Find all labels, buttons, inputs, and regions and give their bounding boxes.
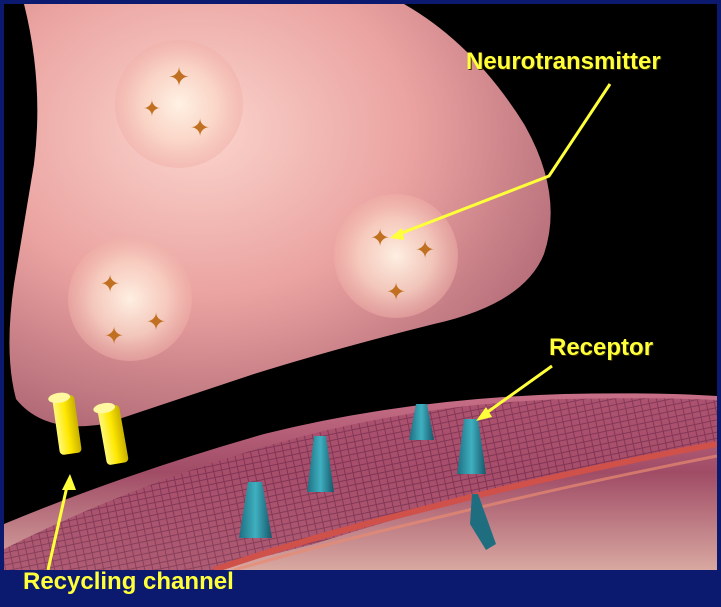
svg-text:✦: ✦ (415, 236, 435, 264)
vesicle: ✦ ✦ ✦ (68, 237, 192, 361)
svg-text:✦: ✦ (143, 97, 161, 122)
svg-text:✦: ✦ (104, 322, 124, 350)
vesicle: ✦ ✦ ✦ (334, 194, 458, 318)
synapse-illustration: ✦ ✦ ✦ ✦ ✦ ✦ ✦ ✦ ✦ (4, 4, 717, 570)
vesicle: ✦ ✦ ✦ (115, 40, 243, 168)
svg-text:✦: ✦ (100, 270, 120, 298)
svg-text:✦: ✦ (190, 114, 210, 142)
svg-text:✦: ✦ (370, 224, 390, 252)
neurotransmitter-label: Neurotransmitter (466, 48, 661, 76)
svg-text:✦: ✦ (146, 308, 166, 336)
recycling-channel-label: Recycling channel (23, 568, 234, 596)
receptor-label: Receptor (549, 334, 653, 362)
synapse-svg: ✦ ✦ ✦ ✦ ✦ ✦ ✦ ✦ ✦ (4, 4, 717, 570)
svg-text:✦: ✦ (168, 63, 190, 93)
svg-text:✦: ✦ (386, 278, 406, 306)
